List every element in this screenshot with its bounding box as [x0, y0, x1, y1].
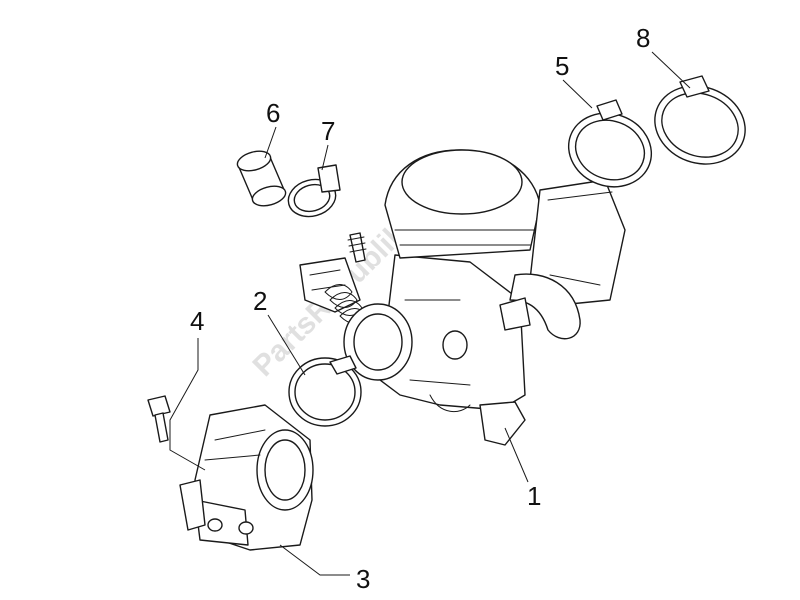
callout-8: 8 [636, 23, 650, 53]
callout-4: 4 [190, 306, 204, 336]
leader-5 [562, 79, 593, 109]
leader-3 [279, 544, 350, 576]
sleeve-part[interactable] [235, 148, 288, 209]
callout-5: 5 [555, 51, 569, 81]
leader-2 [267, 314, 306, 376]
leader-7 [321, 144, 329, 171]
callout-6: 6 [266, 98, 280, 128]
hose-clamp-part-5[interactable] [558, 99, 662, 198]
callout-2: 2 [253, 286, 267, 316]
small-clamp-part[interactable] [284, 164, 341, 222]
intake-manifold-part[interactable] [179, 404, 314, 551]
callout-1: 1 [527, 481, 541, 511]
leader-4 [169, 338, 206, 471]
callout-7: 7 [321, 116, 335, 146]
leader-6 [264, 126, 277, 159]
carburetor-part[interactable] [299, 149, 626, 446]
callout-3: 3 [356, 564, 370, 594]
bolt-part[interactable] [147, 395, 171, 443]
leader-lines [169, 51, 691, 576]
hose-clamp-part-8[interactable] [644, 74, 756, 177]
leader-8 [651, 51, 691, 89]
hose-clamp-part-2[interactable] [288, 355, 362, 427]
leader-1 [504, 427, 529, 483]
